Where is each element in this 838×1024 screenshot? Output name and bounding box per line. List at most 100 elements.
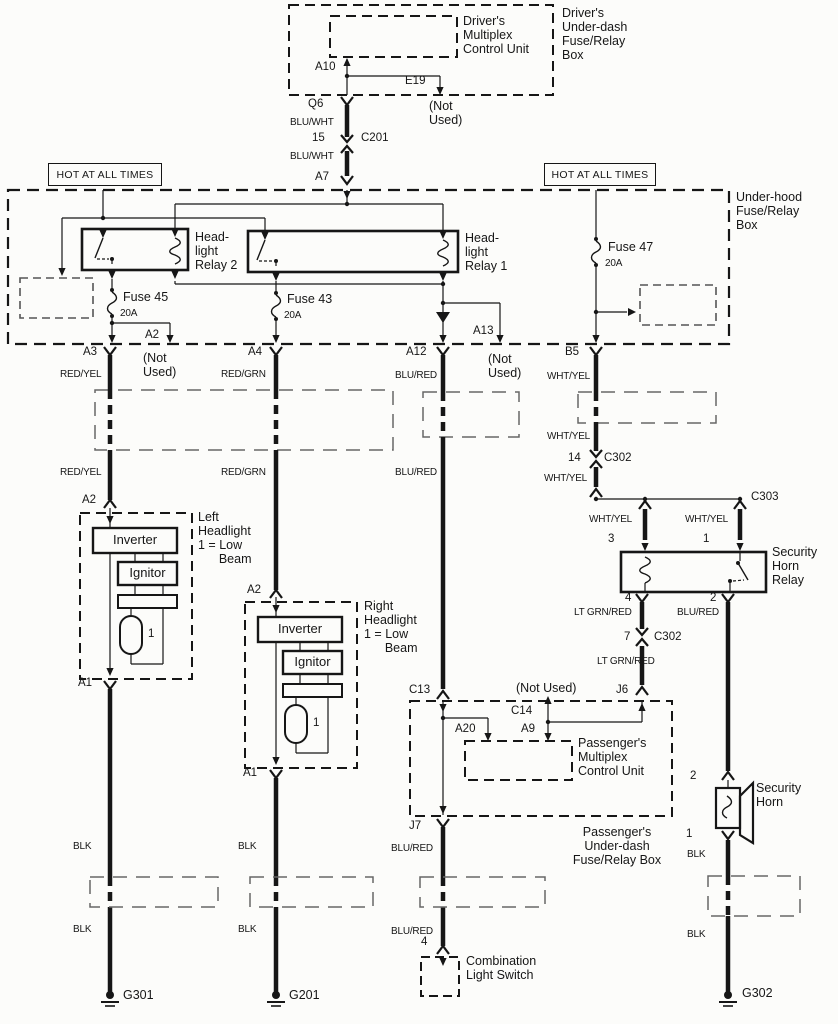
wire-blu-red-2: BLU/RED xyxy=(395,467,437,478)
wire-lt-grn-red-1: LT GRN/RED xyxy=(574,607,632,618)
wire-wht-yel-5: WHT/YEL xyxy=(685,514,729,525)
wire-lt-grn-red-2: LT GRN/RED xyxy=(597,656,655,667)
left-headlight-label: Left Headlight 1 = Low Beam xyxy=(198,510,252,566)
wire-blk-4: BLK xyxy=(238,924,257,935)
pin-2-relay: 2 xyxy=(710,592,717,604)
ground-g301-label: G301 xyxy=(123,988,154,1002)
pin-a4: A4 xyxy=(248,346,263,358)
wire-blk-3: BLK xyxy=(238,841,257,852)
security-horn-relay-label: Security Horn Relay xyxy=(772,545,818,587)
wire-blu-red-4: BLU/RED xyxy=(391,843,433,854)
wire-wht-yel-3: WHT/YEL xyxy=(544,473,588,484)
pin-4-relay: 4 xyxy=(625,592,632,604)
wire-wht-yel-2: WHT/YEL xyxy=(547,431,591,442)
wire-wht-yel-1: WHT/YEL xyxy=(547,371,591,382)
passenger-multiplex-label: Passenger's Multiplex Control Unit xyxy=(578,736,647,778)
wire-red-yel-1: RED/YEL xyxy=(60,369,102,380)
pin-a3: A3 xyxy=(83,346,98,358)
relay1-label: Head- light Relay 1 xyxy=(465,231,508,273)
fuse43-label: Fuse 43 xyxy=(287,292,333,306)
headlight-relay1-shape xyxy=(246,229,460,274)
wire-blu-wht-1: BLU/WHT xyxy=(290,117,334,128)
wire-blu-red-1: BLU/RED xyxy=(395,370,437,381)
pin-c14: C14 xyxy=(511,705,533,717)
pin-14: 14 xyxy=(568,452,581,464)
fuse45-shape xyxy=(106,279,171,339)
pin-a1-right: A1 xyxy=(243,767,258,779)
left-ignitor-label: Ignitor xyxy=(129,565,166,580)
driver-multiplex-label: Driver's Multiplex Control Unit xyxy=(463,14,529,56)
pin-b5: B5 xyxy=(565,346,580,358)
right-inverter-label: Inverter xyxy=(277,621,323,636)
right-headlight-shape xyxy=(244,597,358,769)
drivers-underdash-box-shape xyxy=(288,4,554,96)
pin-2-horn: 2 xyxy=(690,770,697,782)
fuse47-shape xyxy=(590,190,717,339)
pin-j7: J7 xyxy=(409,820,422,832)
fuse43-amp: 20A xyxy=(284,310,302,321)
left-inverter-label: Inverter xyxy=(112,532,158,547)
pin-a10: A10 xyxy=(315,61,336,73)
relay2-label: Head- light Relay 2 xyxy=(195,230,238,272)
hot-at-all-times-left: HOT AT ALL TIMES xyxy=(48,163,162,186)
wire-blu-wht-2: BLU/WHT xyxy=(290,151,334,162)
right-headlight-label: Right Headlight 1 = Low Beam xyxy=(364,599,418,655)
right-ignitor-label: Ignitor xyxy=(294,654,331,669)
pin-a2-unused: A2 xyxy=(145,329,160,341)
right-bulb-label: 1 xyxy=(313,717,320,729)
fuse47-label: Fuse 47 xyxy=(608,240,654,254)
pin-j6: J6 xyxy=(616,684,629,696)
pin-a13: A13 xyxy=(473,325,494,337)
g201-ground-icon xyxy=(266,990,286,1007)
wire-blk-2: BLK xyxy=(73,924,92,935)
wire-red-grn-2: RED/GRN xyxy=(221,467,266,478)
pin-1-relay: 1 xyxy=(703,533,710,545)
underhood-box-shape xyxy=(6,188,731,346)
coil-output-shape xyxy=(174,281,501,337)
pin-1-horn: 1 xyxy=(686,828,693,840)
pin-c13: C13 xyxy=(409,684,431,696)
not-used-a13: (Not Used) xyxy=(488,352,522,380)
passenger-underdash-label: Passenger's Under-dash Fuse/Relay Box xyxy=(572,825,662,867)
wire-blu-red-3: BLU/RED xyxy=(677,607,719,618)
main-wires xyxy=(107,355,743,992)
pin-a1-left: A1 xyxy=(78,677,93,689)
pin-a2-left: A2 xyxy=(82,494,97,506)
g301-ground-icon xyxy=(100,990,120,1007)
security-horn-label: Security Horn xyxy=(756,781,802,809)
combination-light-switch-shape xyxy=(420,956,460,997)
pin-a2-right: A2 xyxy=(247,584,262,596)
pin-a9: A9 xyxy=(521,723,536,735)
wire-red-yel-2: RED/YEL xyxy=(60,467,102,478)
not-used-e19: (Not Used) xyxy=(429,99,463,127)
pin-7: 7 xyxy=(624,631,631,643)
security-horn-shape xyxy=(714,780,755,845)
pin-a7: A7 xyxy=(315,171,330,183)
pin-q6: Q6 xyxy=(308,98,324,110)
diode-arrow xyxy=(436,312,450,323)
harness-passthrough-boxes xyxy=(94,389,717,451)
wire-blk-6: BLK xyxy=(687,929,706,940)
ground-g302-label: G302 xyxy=(742,986,773,1000)
wire-red-grn-1: RED/GRN xyxy=(221,369,266,380)
bottom-passthrough-boxes xyxy=(89,876,546,908)
pin-4-cls: 4 xyxy=(421,936,428,948)
pin-a12: A12 xyxy=(406,346,427,358)
wire-blk-5: BLK xyxy=(687,849,706,860)
pin-a20: A20 xyxy=(455,723,476,735)
left-headlight-shape xyxy=(79,508,193,680)
wire-wht-yel-4: WHT/YEL xyxy=(589,514,633,525)
fuse45-label: Fuse 45 xyxy=(123,290,169,304)
pin-15: 15 xyxy=(312,132,325,144)
wire-blu-red-5: BLU/RED xyxy=(391,926,433,937)
driver-underdash-label: Driver's Under-dash Fuse/Relay Box xyxy=(562,6,628,62)
pin-e19: E19 xyxy=(405,75,426,87)
underhood-box-label: Under-hood Fuse/Relay Box xyxy=(736,190,803,232)
conn-c302-upper: C302 xyxy=(604,452,632,464)
fuse45-amp: 20A xyxy=(120,308,138,319)
headlight-relay2-shape xyxy=(80,227,190,272)
not-used-c14: (Not Used) xyxy=(516,681,577,695)
not-used-a2: (Not Used) xyxy=(143,351,177,379)
